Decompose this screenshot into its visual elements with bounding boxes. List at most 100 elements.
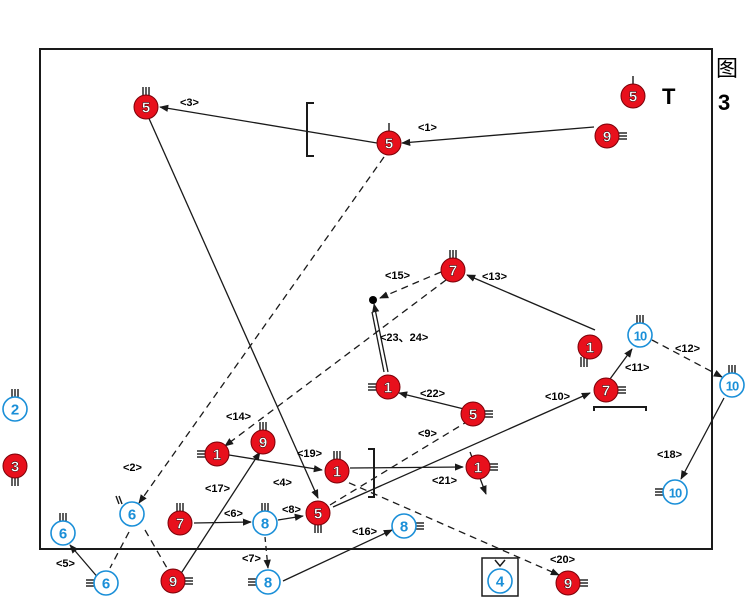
bracket-mid (368, 448, 375, 498)
path-label: <3> (180, 97, 199, 109)
player-number: 1 (384, 380, 392, 397)
player-number: 7 (176, 516, 184, 533)
path-label: <21> (432, 475, 457, 487)
player-red-7: 7 (167, 503, 193, 536)
player-red-9: 9 (250, 422, 276, 455)
path-label: <18> (657, 449, 682, 461)
path-7 (263, 536, 271, 569)
player-blue-6: 6 (50, 513, 76, 546)
player-red-5: 5 (305, 500, 331, 533)
path-19 (228, 454, 323, 473)
player-red-1: 1 (577, 334, 603, 367)
bracket-top (306, 102, 314, 157)
player-blue-8: 8 (391, 513, 424, 539)
player-red-7: 7 (593, 377, 626, 403)
box-v-mark (494, 559, 506, 568)
path-label: <23、24> (380, 332, 428, 344)
path-label: <5> (56, 558, 75, 570)
player-number: 1 (474, 460, 482, 477)
player-blue-8: 8 (248, 569, 281, 595)
path-label: <12> (675, 343, 700, 355)
path-label: <22> (420, 388, 445, 400)
figure-number: 3 (718, 90, 730, 115)
path-bottom-left (144, 529, 168, 569)
player-blue-6: 6 (86, 570, 119, 596)
player-number: 10 (634, 329, 647, 344)
player-number: 5 (142, 100, 150, 117)
player-red-1: 1 (368, 374, 401, 400)
player-red-1: 1 (197, 441, 230, 467)
player-number: 6 (59, 526, 67, 543)
path-2 (138, 156, 385, 504)
player-red-1: 1 (324, 451, 350, 484)
player-number: 10 (726, 379, 739, 394)
player-red-3: 3 (2, 453, 28, 486)
bracket-right (593, 406, 647, 411)
player-blue-6: 6 (115, 495, 145, 527)
player-blue-10: 10 (627, 315, 653, 348)
path-label: <16> (352, 526, 377, 538)
player-number: 7 (449, 263, 457, 280)
player-red-1: 1 (465, 454, 498, 480)
path-16 (282, 529, 393, 582)
player-number: 8 (400, 519, 408, 536)
player-number: 8 (264, 575, 272, 592)
path-label: <7> (242, 553, 261, 565)
path-1b (349, 463, 464, 471)
path-label: <14> (226, 411, 251, 423)
path-bottom-left2 (109, 531, 130, 569)
path-14 (224, 279, 447, 447)
path-4 (146, 113, 319, 499)
path-20 (337, 477, 560, 576)
player-number: 5 (629, 89, 637, 106)
player-box-4 (481, 557, 519, 597)
player-number: 4 (496, 574, 505, 591)
player-number: 6 (128, 507, 136, 524)
player-red-5: 5 (376, 123, 402, 156)
path-22 (398, 391, 469, 411)
path-10 (332, 392, 591, 508)
player-red-7: 7 (440, 250, 466, 283)
player-red-5: 5 (133, 87, 159, 120)
path-label: <8> (282, 504, 301, 516)
field-boundary (39, 48, 713, 550)
player-number: 1 (213, 447, 221, 464)
player-blue-8: 8 (252, 503, 278, 536)
path-23a (372, 303, 389, 373)
path-13 (466, 274, 596, 331)
player-number: 9 (259, 435, 267, 452)
path-label: <17> (205, 483, 230, 495)
player-red-9: 9 (555, 570, 588, 596)
movement-lines (69, 104, 725, 582)
player-red-5: 5 (620, 76, 646, 109)
start-marker: T (662, 84, 676, 109)
player-number: 1 (333, 464, 341, 481)
path-18 (680, 397, 725, 480)
path-label: <10> (545, 391, 570, 403)
player-number: 8 (261, 516, 269, 533)
player-blue-4: 4 (487, 568, 513, 594)
path-12 (651, 339, 723, 378)
path-label: <11> (625, 362, 649, 374)
path-23b (371, 311, 385, 373)
player-number: 7 (602, 383, 610, 400)
path-label: <9> (418, 428, 437, 440)
player-number: 1 (586, 340, 594, 357)
path-label: <6> (224, 508, 243, 520)
ball-marker (369, 296, 377, 304)
player-number: 6 (102, 576, 110, 593)
player-blue-2: 2 (2, 389, 28, 422)
path-17 (179, 451, 261, 576)
player-red-9: 9 (160, 568, 193, 594)
path-label: <19> (297, 448, 322, 460)
path-11 (609, 348, 633, 380)
player-number: 2 (11, 402, 19, 419)
player-number: 9 (169, 574, 177, 591)
path-5 (69, 544, 101, 581)
player-number: 5 (385, 136, 393, 153)
path-label: <1> (418, 122, 437, 134)
player-number: 9 (603, 129, 611, 146)
path-label: <2> (123, 462, 142, 474)
